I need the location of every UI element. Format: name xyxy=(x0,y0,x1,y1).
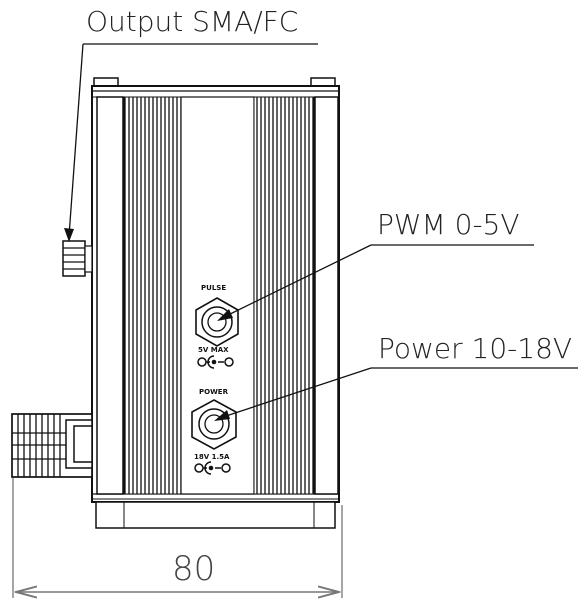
output-connector-mount xyxy=(84,245,93,273)
output-label: Output SMA/FC xyxy=(86,5,298,38)
power-callout: Power 10-18V xyxy=(214,332,578,421)
power-polarity-icon xyxy=(194,461,231,475)
output-connector xyxy=(62,240,93,277)
power-label: Power 10-18V xyxy=(378,332,572,365)
right-edge-strip xyxy=(314,96,339,495)
width-dimension: 80 xyxy=(12,478,343,598)
power-leader-line xyxy=(219,367,372,419)
plug-nut xyxy=(73,425,93,463)
right-ribbed-panel xyxy=(253,96,315,495)
output-leader-arrowhead xyxy=(64,228,74,242)
left-ribbed-panel xyxy=(123,96,182,495)
output-callout: Output SMA/FC xyxy=(64,5,318,242)
pwm-label: PWM 0-5V xyxy=(377,208,520,241)
power-rating-label: 18V 1.5A xyxy=(194,453,230,461)
bottom-base xyxy=(95,501,336,529)
pwm-leader-line xyxy=(221,244,372,319)
output-leader-line xyxy=(68,43,84,237)
power-panel-label: POWER xyxy=(199,388,229,396)
power-leader-arrowhead xyxy=(214,410,230,421)
left-edge-strip xyxy=(96,96,124,495)
output-connector-body xyxy=(62,240,86,277)
pulse-max-label: 5V MAX xyxy=(198,346,229,354)
pwm-leader-arrowhead xyxy=(217,309,233,321)
pulse-label: PULSE xyxy=(201,284,226,292)
pwm-callout: PWM 0-5V xyxy=(217,208,534,321)
power-plug-assembly xyxy=(11,413,93,478)
pulse-polarity-icon xyxy=(197,355,234,369)
dimension-value: 80 xyxy=(172,549,215,589)
